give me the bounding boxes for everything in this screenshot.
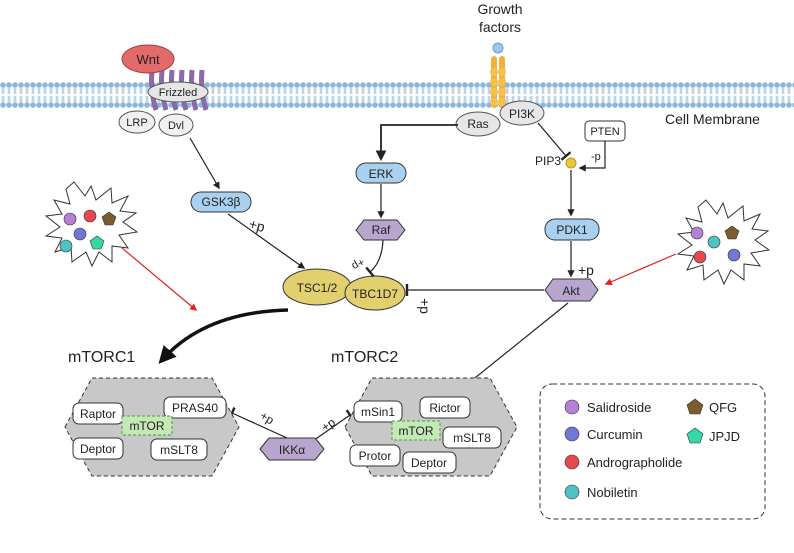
- cell-membrane: [0, 82, 794, 108]
- plus-p-raf: +p: [350, 255, 367, 272]
- legend: Salidroside QFG Curcumin JPJD Andrograph…: [539, 383, 766, 520]
- legend-curcumin-label: Curcumin: [587, 427, 643, 442]
- raf-label: Raf: [372, 223, 391, 237]
- tbc1d7-label: TBC1D7: [352, 287, 398, 301]
- mtorc2-mtor-label: mTOR: [398, 424, 433, 438]
- mtorc1-mtor-label: mTOR: [129, 419, 164, 433]
- raf-node: [355, 219, 406, 241]
- erk-label: ERK: [369, 167, 394, 181]
- wnt-ligand: [121, 44, 175, 74]
- mtorc1-deptor-label: Deptor: [80, 442, 116, 456]
- growth-factor-receptor: [490, 42, 506, 108]
- legend-nobiletin-label: Nobiletin: [587, 485, 638, 500]
- lrp-label: LRP: [126, 117, 147, 129]
- mtorc1-complex: Raptor PRAS40 mTOR Deptor mSLT8: [64, 377, 240, 477]
- pten-label: PTEN: [590, 126, 619, 138]
- gsk3b-label: GSK3β: [202, 195, 241, 209]
- legend-curcumin-marker: [564, 426, 580, 442]
- plus-p-akt-tsc: +p: [417, 298, 433, 314]
- ikka-label: IKKα: [279, 443, 305, 457]
- pi3k-node: [499, 100, 545, 126]
- pdk1-node: [544, 218, 600, 241]
- mtorc1-pras40-label: PRAS40: [172, 401, 218, 415]
- plus-p-akt-pdk1: +p: [578, 262, 594, 278]
- cell-membrane-label: Cell Membrane: [665, 111, 760, 127]
- frizzled-label: Frizzled: [159, 87, 198, 99]
- erk-node: [355, 162, 407, 184]
- legend-jpjd-marker: [686, 427, 704, 444]
- compound-burst-left: [44, 181, 198, 311]
- dvl-label: Dvl: [168, 120, 184, 132]
- akt-label: Akt: [562, 284, 580, 298]
- legend-jpjd-label: JPJD: [709, 429, 740, 444]
- pip3-dot: [565, 157, 577, 169]
- mtorc2-title: mTORC2: [331, 349, 398, 366]
- legend-andrographolide-label: Andrographolide: [587, 455, 682, 470]
- dvl-node: [158, 113, 194, 137]
- wnt-label: Wnt: [136, 52, 160, 67]
- growth-factors-label-line1: Growth: [477, 1, 522, 17]
- mtorc2-complex: mSin1 Rictor mTOR mSLT8 Protor Deptor: [344, 377, 518, 477]
- mtorc1-raptor-label: Raptor: [80, 407, 116, 421]
- frizzled-node: [147, 81, 209, 103]
- gsk3b-node: [190, 191, 252, 213]
- mtorc2-protor-label: Protor: [359, 449, 392, 463]
- pip3-label: PIP3: [535, 154, 561, 168]
- pathway-edges: [189, 122, 606, 444]
- mtorc1-title: mTORC1: [68, 349, 135, 366]
- mtorc2-msin1-label: mSin1: [361, 405, 395, 419]
- pi3k-label: PI3K: [509, 107, 535, 121]
- plus-p-ikka-mtorc1: +p: [258, 408, 277, 427]
- ras-node: [455, 111, 501, 137]
- legend-andrographolide-marker: [564, 454, 580, 470]
- legend-nobiletin-marker: [564, 484, 580, 500]
- legend-salidroside-marker: [564, 399, 580, 415]
- lrp-node: [118, 110, 156, 134]
- mtorc2-deptor-label: Deptor: [411, 456, 447, 470]
- pdk1-label: PDK1: [556, 223, 588, 237]
- plus-p-gsk3b: +p: [247, 215, 267, 235]
- akt-node: [544, 278, 599, 302]
- legend-qfg-marker: [686, 398, 704, 415]
- ikka-node: [259, 437, 325, 461]
- tsc12-label: TSC1/2: [297, 281, 338, 295]
- ras-label: Ras: [467, 117, 488, 131]
- growth-factors-label-line2: factors: [479, 19, 521, 35]
- legend-qfg-label: QFG: [709, 400, 737, 415]
- plus-p-ikka-mtorc2: +p: [319, 415, 339, 435]
- mtorc1-mslt8-label: mSLT8: [160, 443, 198, 457]
- tsc-to-mtorc1-arrow: [158, 308, 289, 364]
- mtorc2-rictor-label: Rictor: [429, 401, 460, 415]
- legend-salidroside-label: Salidroside: [587, 400, 651, 415]
- mtorc2-mslt8-label: mSLT8: [453, 431, 491, 445]
- minus-p-label: -p: [591, 151, 601, 163]
- compound-burst-right: [604, 199, 771, 286]
- tbc1d7-node: [344, 275, 406, 311]
